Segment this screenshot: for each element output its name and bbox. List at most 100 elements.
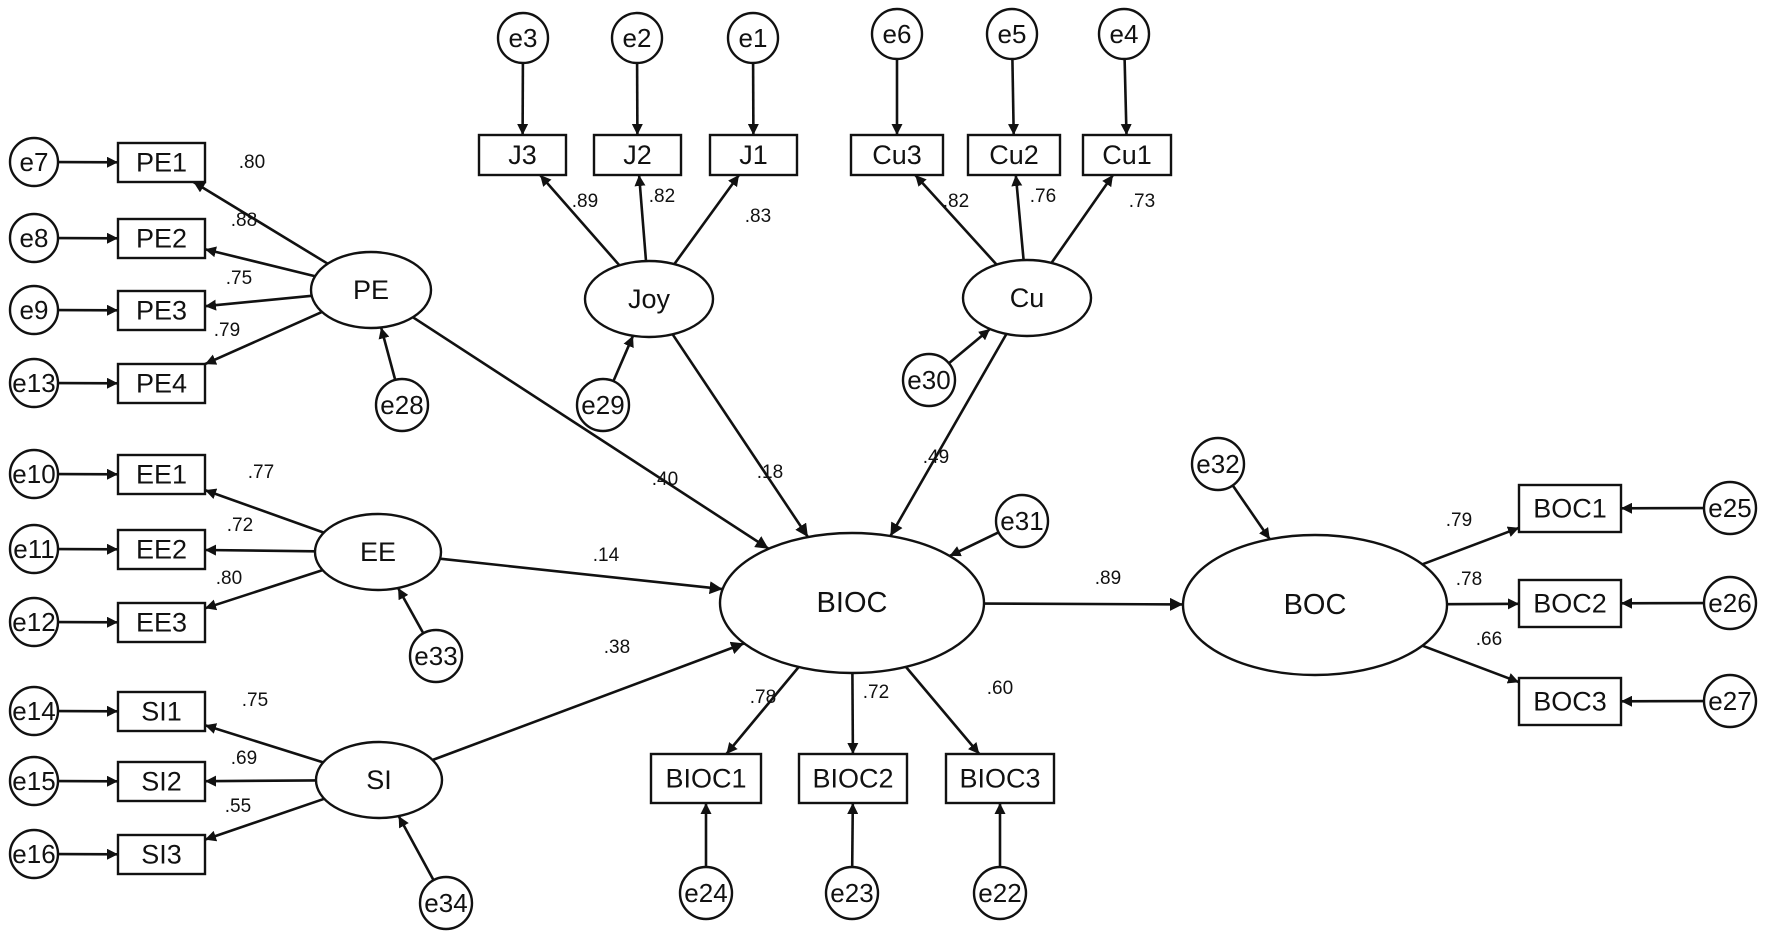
indicator-label: PE4 bbox=[136, 369, 187, 399]
indicator-box bbox=[1517, 578, 1623, 629]
indicator-boc3: BOC3 bbox=[1517, 676, 1623, 727]
error-e28: e28 bbox=[374, 377, 430, 433]
error-e14: e14 bbox=[8, 685, 60, 737]
error-circle bbox=[1702, 480, 1758, 536]
path-coefficient: .78 bbox=[750, 687, 776, 708]
error-e8: e8 bbox=[8, 212, 60, 264]
error-e24: e24 bbox=[678, 865, 734, 921]
error-label: e1 bbox=[739, 23, 768, 53]
path-coefficient: .40 bbox=[652, 469, 678, 490]
error-e31: e31 bbox=[994, 493, 1050, 549]
path-arrow-ee-ee1 bbox=[204, 488, 325, 534]
latent-pe: PE bbox=[309, 250, 433, 330]
error-circle bbox=[8, 357, 60, 409]
path-arrow-ee-ee3 bbox=[204, 568, 324, 611]
error-e3: e3 bbox=[496, 11, 550, 65]
indicator-pe2: PE2 bbox=[116, 217, 207, 260]
error-e15: e15 bbox=[8, 755, 60, 807]
error-label: e33 bbox=[414, 641, 457, 671]
indicator-box bbox=[116, 453, 207, 496]
indicator-label: J1 bbox=[739, 140, 768, 170]
indicator-box bbox=[116, 362, 207, 405]
indicator-box bbox=[116, 217, 207, 260]
indicator-label: SI3 bbox=[141, 840, 182, 870]
path-coefficient: .89 bbox=[572, 191, 598, 212]
error-circle bbox=[8, 685, 60, 737]
path-coefficient: .80 bbox=[216, 568, 242, 589]
path-arrow-joy-j2 bbox=[634, 174, 648, 262]
indicator-box bbox=[1517, 676, 1623, 727]
error-e10: e10 bbox=[8, 448, 60, 500]
indicator-label: EE3 bbox=[136, 608, 187, 638]
error-label: e23 bbox=[830, 878, 873, 908]
latent-ellipse bbox=[313, 512, 443, 592]
indicator-si3: SI3 bbox=[116, 833, 207, 876]
error-e25: e25 bbox=[1702, 480, 1758, 536]
error-label: e11 bbox=[13, 534, 54, 564]
error-arrow-e29 bbox=[612, 335, 635, 382]
indicator-box bbox=[116, 141, 207, 184]
path-coefficient: .78 bbox=[1456, 569, 1482, 590]
latent-bioc: BIOC bbox=[718, 531, 986, 675]
path-coefficient: .49 bbox=[923, 447, 949, 468]
path-coefficient: .89 bbox=[1095, 568, 1121, 589]
path-coefficient: .82 bbox=[943, 191, 969, 212]
path-arrow-cu-cu1 bbox=[1050, 174, 1115, 264]
error-circle bbox=[1097, 7, 1151, 61]
indicator-label: Cu2 bbox=[989, 140, 1039, 170]
path-coefficient: .55 bbox=[225, 796, 251, 817]
latent-ellipse bbox=[718, 531, 986, 675]
path-arrow-si-si3 bbox=[204, 797, 325, 842]
error-label: e5 bbox=[998, 19, 1027, 49]
error-label: e4 bbox=[1110, 19, 1139, 49]
indicator-label: EE1 bbox=[136, 460, 187, 490]
path-arrow-boc-boc1 bbox=[1421, 526, 1520, 566]
error-e11: e11 bbox=[8, 523, 60, 575]
error-circle bbox=[8, 448, 60, 500]
error-circle bbox=[726, 11, 780, 65]
error-arrow-e30 bbox=[948, 328, 991, 365]
error-label: e15 bbox=[12, 766, 55, 796]
indicator-label: J3 bbox=[508, 140, 537, 170]
indicator-box bbox=[116, 760, 207, 803]
indicator-bioc1: BIOC1 bbox=[649, 752, 763, 805]
indicator-boc1: BOC1 bbox=[1517, 483, 1623, 534]
path-arrow-cu-bioc bbox=[889, 333, 1008, 537]
error-label: e34 bbox=[424, 888, 467, 918]
path-arrow-cu-cu3 bbox=[914, 174, 998, 266]
indicator-label: J2 bbox=[623, 140, 652, 170]
error-e34: e34 bbox=[418, 875, 474, 931]
error-label: e10 bbox=[12, 459, 55, 489]
path-arrow-pe-pe2 bbox=[204, 246, 316, 278]
path-arrow-si-si1 bbox=[204, 723, 324, 764]
indicator-label: PE2 bbox=[136, 224, 187, 254]
error-label: e32 bbox=[1196, 449, 1239, 479]
latent-label: BIOC bbox=[817, 587, 888, 619]
indicator-box bbox=[116, 601, 207, 644]
indicator-box bbox=[1081, 133, 1173, 177]
latent-label: BOC bbox=[1284, 589, 1347, 621]
path-arrow-joy-j3 bbox=[539, 174, 621, 267]
error-arrow-e23 bbox=[847, 802, 859, 868]
error-e30: e30 bbox=[901, 352, 957, 408]
indicator-label: PE3 bbox=[136, 296, 187, 326]
error-circle bbox=[678, 865, 734, 921]
error-label: e26 bbox=[1708, 588, 1751, 618]
error-e13: e13 bbox=[8, 357, 60, 409]
error-label: e24 bbox=[684, 878, 727, 908]
error-label: e8 bbox=[20, 223, 49, 253]
error-circle bbox=[8, 828, 60, 880]
error-e26: e26 bbox=[1702, 575, 1758, 631]
error-circle bbox=[1702, 673, 1758, 729]
error-circle bbox=[418, 875, 474, 931]
error-label: e7 bbox=[20, 147, 49, 177]
path-coefficient: .80 bbox=[239, 152, 265, 173]
path-coefficient: .83 bbox=[745, 206, 771, 227]
path-arrow-pe-pe4 bbox=[204, 310, 323, 366]
path-arrow-si-si2 bbox=[204, 775, 317, 787]
error-label: e30 bbox=[907, 365, 950, 395]
path-coefficient: .77 bbox=[248, 462, 274, 483]
indicator-label: SI2 bbox=[141, 767, 182, 797]
latent-label: EE bbox=[360, 537, 396, 567]
error-arrow-e28 bbox=[378, 327, 397, 381]
